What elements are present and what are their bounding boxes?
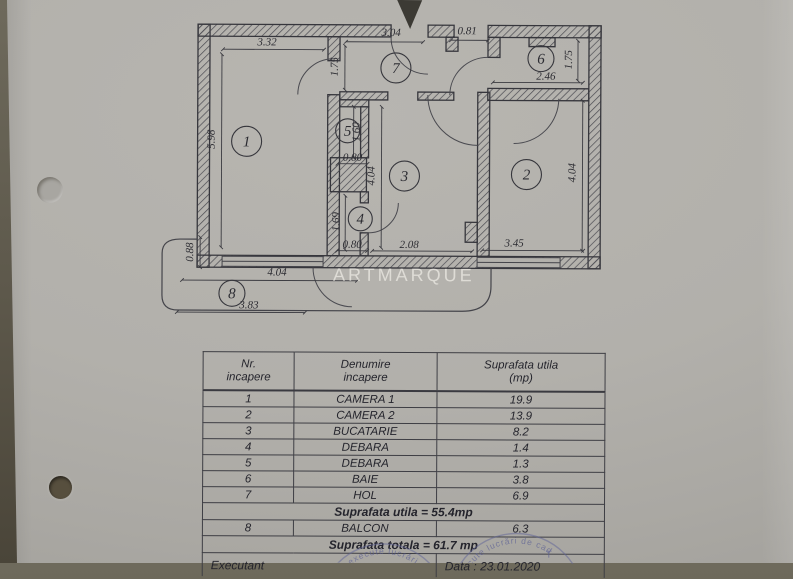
dim-label: 3.45 <box>504 237 525 249</box>
svg-text:4: 4 <box>356 212 364 228</box>
dim-label: 0.81 <box>457 25 476 37</box>
dim-label: 5.98 <box>206 129 218 149</box>
document-content: 3.32 3.04 0.81 2.46 0.80 0.80 2.08 3.45 … <box>0 0 793 565</box>
area-table: Nr. incapere Denumire incapere Suprafata… <box>202 351 605 578</box>
svg-text:2: 2 <box>523 168 531 184</box>
dim-label: 0.80 <box>343 152 363 164</box>
svg-text:5: 5 <box>344 124 352 140</box>
dim-label: 4.04 <box>267 266 287 278</box>
subtotal-row: Suprafata utila = 55.4mp <box>202 503 604 522</box>
table-header-row: Nr. incapere Denumire incapere Suprafata… <box>203 352 605 392</box>
col-header-nr: Nr. incapere <box>203 352 294 391</box>
svg-text:3: 3 <box>400 169 409 185</box>
dim-label: 0.80 <box>343 239 363 251</box>
executant-label: Executant <box>202 553 436 578</box>
col-header-suprafata: Suprafata utila (mp) <box>437 353 605 392</box>
dim-label: 0.88 <box>184 242 196 262</box>
col-header-denumire: Denumire incapere <box>294 352 437 391</box>
dim-label: 2.46 <box>536 71 556 83</box>
dim-label: 2.08 <box>400 239 420 251</box>
room-marker-8: 8 <box>219 280 245 306</box>
dim-label: 3.32 <box>256 36 277 48</box>
floor-plan-drawing: 3.32 3.04 0.81 2.46 0.80 0.80 2.08 3.45 … <box>0 0 793 342</box>
total-row: Suprafata totala = 61.7 mp <box>202 536 604 555</box>
dim-label: 3.04 <box>380 27 401 39</box>
hole-punch-bottom <box>49 476 72 499</box>
dim-label: 1.69 <box>330 212 342 232</box>
svg-text:7: 7 <box>392 61 401 77</box>
svg-text:1: 1 <box>243 134 251 150</box>
dim-label: 4.04 <box>365 166 377 186</box>
dim-label: 3.83 <box>238 299 259 311</box>
dim-label: 1.75 <box>329 57 341 77</box>
footer-row: Executant Data : 23.01.2020 <box>202 553 604 578</box>
hole-punch-top <box>37 177 63 203</box>
room-marker-6: 6 <box>528 46 554 72</box>
svg-text:6: 6 <box>537 52 545 68</box>
room-marker-2: 2 <box>511 159 541 189</box>
svg-text:8: 8 <box>228 286 236 302</box>
room-marker-7: 7 <box>381 53 411 83</box>
entrance-arrow-icon <box>397 0 422 29</box>
watermark: ARTMARQUE <box>333 265 475 287</box>
dim-label: 1.75 <box>563 50 575 70</box>
date-label: Data : 23.01.2020 <box>436 554 604 578</box>
room-marker-1: 1 <box>232 126 262 156</box>
room-marker-4: 4 <box>348 207 372 231</box>
subtotal-label: Suprafata utila = 55.4mp <box>236 504 571 519</box>
total-label: Suprafata totala = 61.7 mp <box>236 537 571 552</box>
dim-label: 4.04 <box>566 163 578 183</box>
room-marker-3: 3 <box>389 161 419 191</box>
